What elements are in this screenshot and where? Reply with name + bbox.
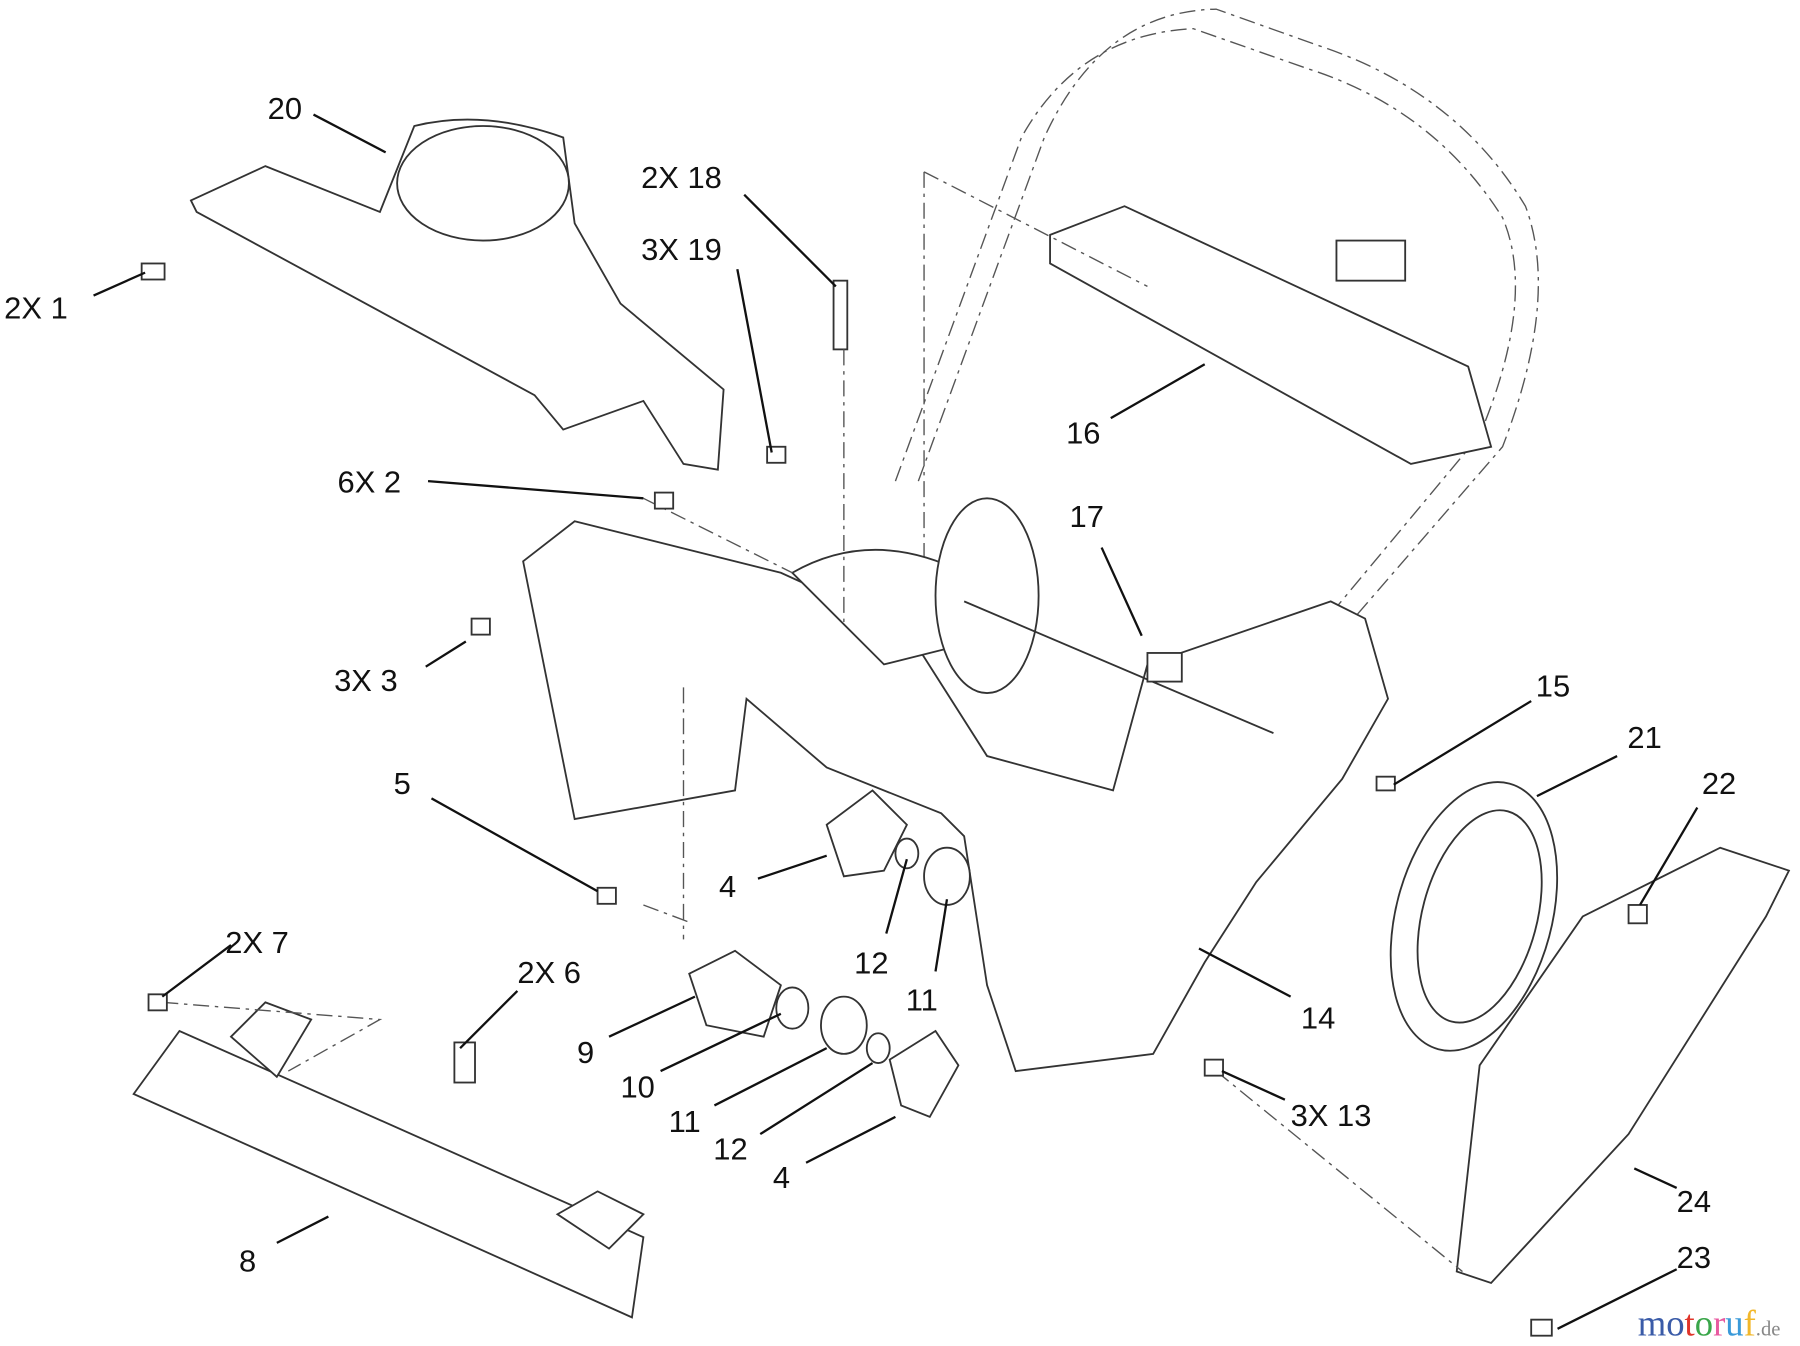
callout-20: 20 [268,91,302,126]
callout-5: 5 [394,766,411,801]
callout-19: 3X 19 [641,232,722,267]
callout-10: 10 [620,1069,654,1104]
callout-labels: 20 2X 1 2X 18 3X 19 6X 2 3X 3 5 4 12 11 … [4,91,1736,1278]
callout-22: 22 [1702,766,1736,801]
callout-11: 11 [906,982,938,1017]
handle-crossbar-part [1049,205,1493,465]
callout-4: 4 [719,869,736,904]
callout-21: 21 [1627,720,1661,755]
callout-6: 2X 6 [517,955,581,990]
callout-18: 2X 18 [641,160,722,195]
callout-17: 17 [1070,499,1104,534]
callout-12b: 12 [713,1131,747,1166]
callout-9: 9 [577,1035,594,1070]
spring-part [832,279,849,351]
callout-23: 23 [1677,1240,1711,1275]
callout-13: 3X 13 [1291,1098,1372,1133]
bearing-plate-part [825,789,908,878]
handle-part [917,8,1540,620]
parts-drawing [132,8,1791,1337]
callout-15: 15 [1536,668,1570,703]
wheel-left-part [934,497,1040,694]
scraper-part [132,1029,645,1319]
callout-24: 24 [1677,1184,1711,1219]
callout-11b: 11 [669,1104,701,1139]
callout-3: 3X 3 [334,663,398,698]
watermark-logo: motoruf.de [1638,1303,1781,1344]
leader-lines [93,113,1699,1330]
callout-2: 6X 2 [338,465,402,500]
callout-12: 12 [854,946,888,981]
callout-8: 8 [239,1244,256,1279]
callout-4b: 4 [773,1160,790,1195]
callout-7: 2X 7 [225,925,289,960]
callout-16: 16 [1066,415,1100,450]
chute-part [189,118,725,471]
callout-1: 2X 1 [4,290,68,325]
callout-14: 14 [1301,1001,1335,1036]
belt-cover-part [1455,846,1791,1285]
